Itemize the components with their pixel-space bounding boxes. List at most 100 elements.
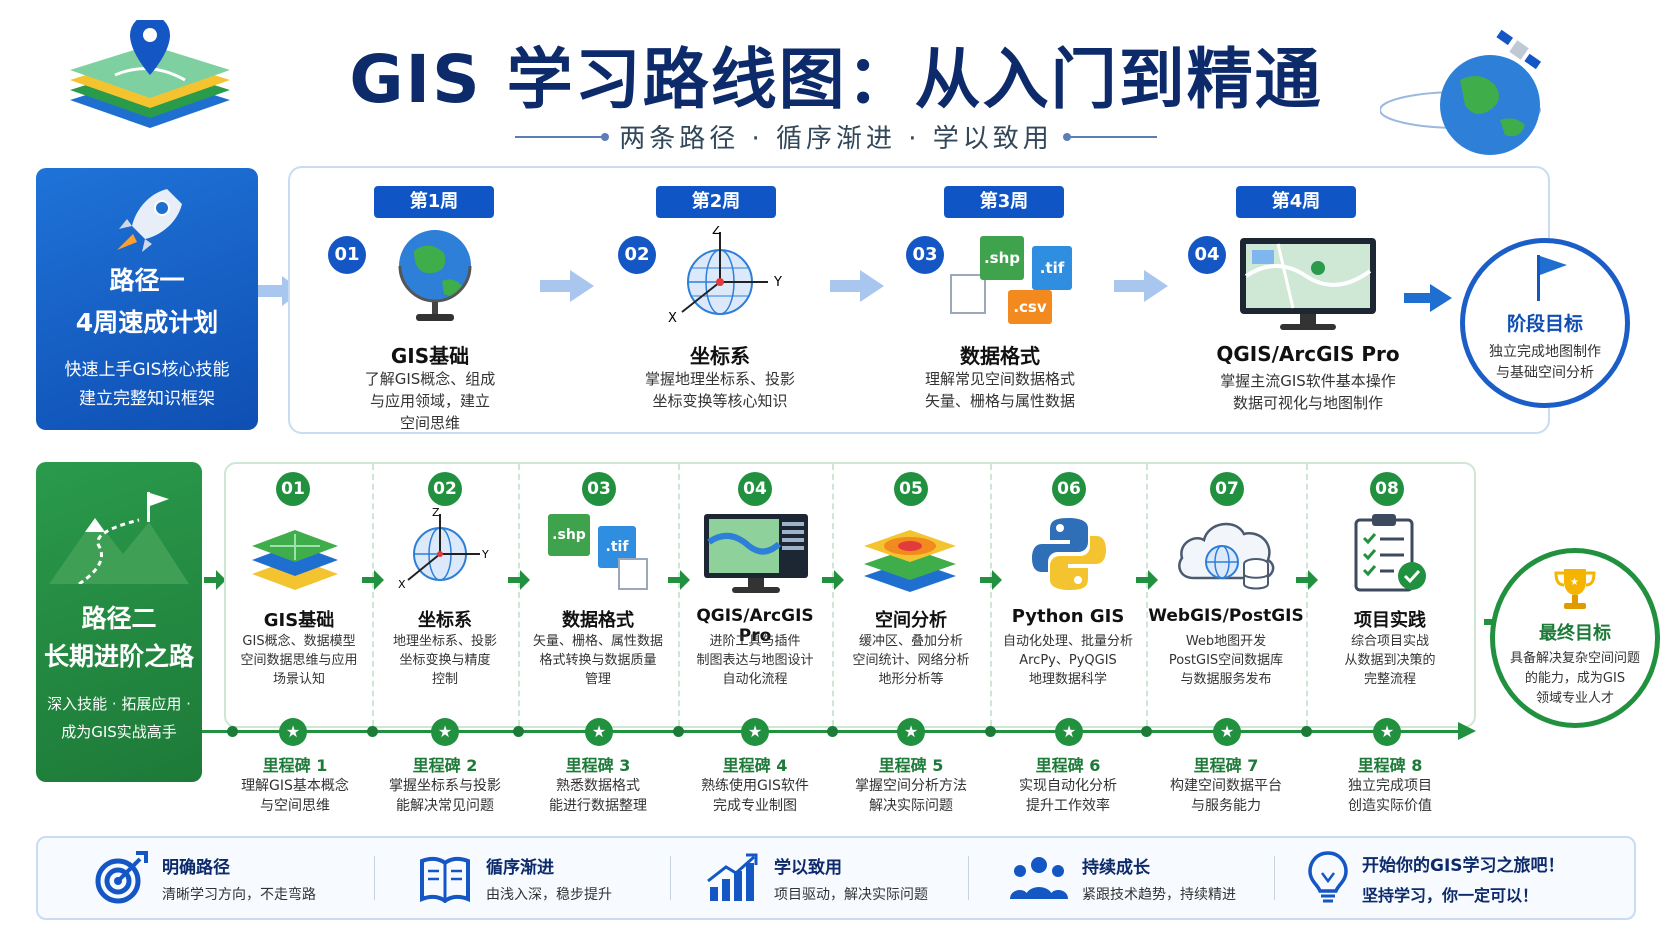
step-number: 03 xyxy=(582,472,616,506)
step-number: 01 xyxy=(328,236,366,274)
week-badge: 第4周 xyxy=(1236,186,1356,218)
milestone-desc: 熟悉数据格式能进行数据整理 xyxy=(549,778,647,814)
step-title: QGIS/ArcGIS Pro xyxy=(696,606,814,646)
svg-text:Z: Z xyxy=(712,226,721,238)
star-icon: ★ xyxy=(741,718,769,746)
step-number: 05 xyxy=(894,472,928,506)
step-title: 坐标系 xyxy=(418,610,472,631)
path2-desc-line2: 成为GIS实战高手 xyxy=(61,723,177,741)
column-divider xyxy=(1306,464,1308,726)
timeline-dot xyxy=(1301,726,1312,737)
step-title: 数据格式 xyxy=(960,344,1040,368)
footer-divider xyxy=(1274,856,1275,900)
path2-title-line2: 长期进阶之路 xyxy=(43,642,194,671)
milestone-desc: 熟练使用GIS软件完成专业制图 xyxy=(701,778,809,814)
milestone-desc: 理解GIS基本概念与空间思维 xyxy=(241,778,349,814)
milestone-title: 里程碑 1 xyxy=(262,756,328,775)
arrow-right-icon xyxy=(668,570,690,590)
footer-item: 开始你的GIS学习之旅吧！坚持学习，你一定可以！ xyxy=(1308,838,1565,918)
star-icon: ★ xyxy=(431,718,459,746)
step-desc: 综合项目实战从数据到决策的完整流程 xyxy=(1344,634,1436,687)
milestone-desc: 掌握空间分析方法解决实际问题 xyxy=(855,778,967,814)
step-desc: 地理坐标系、投影坐标变换与精度控制 xyxy=(392,634,497,687)
step-number: 04 xyxy=(1188,236,1226,274)
people-icon xyxy=(1010,857,1068,899)
map-layers-icon xyxy=(70,20,230,128)
growth-chart-icon xyxy=(707,853,758,901)
path2-desc-line1: 深入技能 · 拓展应用 · xyxy=(47,695,191,713)
cloud-database-icon xyxy=(1178,522,1275,590)
shp-file-icon: .shp xyxy=(548,514,590,556)
path2-frame xyxy=(224,462,1476,728)
step-number: 03 xyxy=(906,236,944,274)
footer-divider xyxy=(374,856,375,900)
step-desc: 理解常见空间数据格式矢量、栅格与属性数据 xyxy=(924,370,1075,410)
arrow-right-icon xyxy=(1296,570,1318,590)
spreadsheet-icon xyxy=(618,558,648,590)
arrow-right-icon xyxy=(540,270,594,302)
week-badge: 第2周 xyxy=(656,186,776,218)
trophy-icon: ★ xyxy=(1554,569,1596,609)
target-icon xyxy=(95,851,148,904)
step-title: 坐标系 xyxy=(690,344,750,368)
svg-text:★: ★ xyxy=(1570,577,1579,588)
star-icon: ★ xyxy=(1213,718,1241,746)
csv-file-icon: .csv xyxy=(1008,290,1052,324)
monitor-map-icon xyxy=(1240,238,1376,330)
step-title: QGIS/ArcGIS Pro xyxy=(1216,342,1400,366)
stage-goal-desc: 独立完成地图制作与基础空间分析 xyxy=(1489,344,1601,381)
footer-bar: 明确路径清晰学习方向，不走弯路 循序渐进由浅入深，稳步提升 学以致用项目驱动，解… xyxy=(36,836,1636,920)
svg-text:Y: Y xyxy=(773,275,782,290)
arrow-right-icon xyxy=(980,570,1002,590)
flag-icon xyxy=(1537,255,1567,301)
svg-text:X: X xyxy=(398,578,406,591)
globe-icon xyxy=(398,230,472,321)
milestone-title: 里程碑 2 xyxy=(412,756,478,775)
milestone-desc: 构建空间数据平台与服务能力 xyxy=(1170,778,1282,814)
star-icon: ★ xyxy=(897,718,925,746)
book-icon xyxy=(420,856,470,903)
step-desc: 矢量、栅格、属性数据格式转换与数据质量管理 xyxy=(532,634,663,687)
milestone-desc: 实现自动化分析提升工作效率 xyxy=(1019,778,1117,814)
column-divider xyxy=(518,464,520,726)
monitor-map-icon xyxy=(704,514,808,593)
step-number: 06 xyxy=(1052,472,1086,506)
step-number: 02 xyxy=(428,472,462,506)
globe-satellite-icon xyxy=(1380,29,1542,155)
svg-text:Z: Z xyxy=(432,508,440,519)
file-formats-icon: .shp .tif .csv xyxy=(950,236,1080,328)
step-desc: GIS概念、数据模型空间数据思维与应用场景认知 xyxy=(240,634,358,687)
step-desc: 进阶工具与插件制图表达与地图设计自动化流程 xyxy=(696,634,814,687)
footer-divider xyxy=(670,856,671,900)
footer-item: 循序渐进由浅入深，稳步提升 xyxy=(418,838,612,918)
svg-text:X: X xyxy=(668,311,677,326)
arrow-right-icon xyxy=(362,570,384,590)
step-number: 02 xyxy=(618,236,656,274)
mountain-flag-icon xyxy=(49,492,189,586)
arrow-right-icon xyxy=(1458,722,1476,740)
arrow-right-icon xyxy=(830,270,884,302)
page-title: GIS 学习路线图：从入门到精通 xyxy=(349,41,1323,118)
footer-item: 持续成长紧跟技术趋势，持续精进 xyxy=(1010,838,1236,918)
file-formats-icon: .shp .tif xyxy=(548,514,658,594)
timeline-dot xyxy=(367,726,378,737)
step-title: GIS基础 xyxy=(390,344,470,368)
coordinate-axes-icon: Z Y X xyxy=(668,226,782,326)
step-title: 项目实践 xyxy=(1354,610,1426,631)
step-number: 04 xyxy=(738,472,772,506)
column-divider xyxy=(990,464,992,726)
footer-item: 学以致用项目驱动，解决实际问题 xyxy=(706,838,928,918)
milestone-title: 里程碑 8 xyxy=(1357,756,1423,775)
arrow-right-icon xyxy=(508,570,530,590)
footer-divider xyxy=(968,856,969,900)
path1-title-line2: 4周速成计划 xyxy=(75,308,219,337)
final-goal-title: 最终目标 xyxy=(1539,623,1611,644)
step-number: 08 xyxy=(1370,472,1404,506)
path2-card: 路径二 长期进阶之路 深入技能 · 拓展应用 · 成为GIS实战高手 xyxy=(36,462,202,782)
path1-desc-line2: 建立完整知识框架 xyxy=(79,389,215,409)
step-desc: 掌握地理坐标系、投影坐标变换等核心知识 xyxy=(644,370,795,410)
column-divider xyxy=(1146,464,1148,726)
